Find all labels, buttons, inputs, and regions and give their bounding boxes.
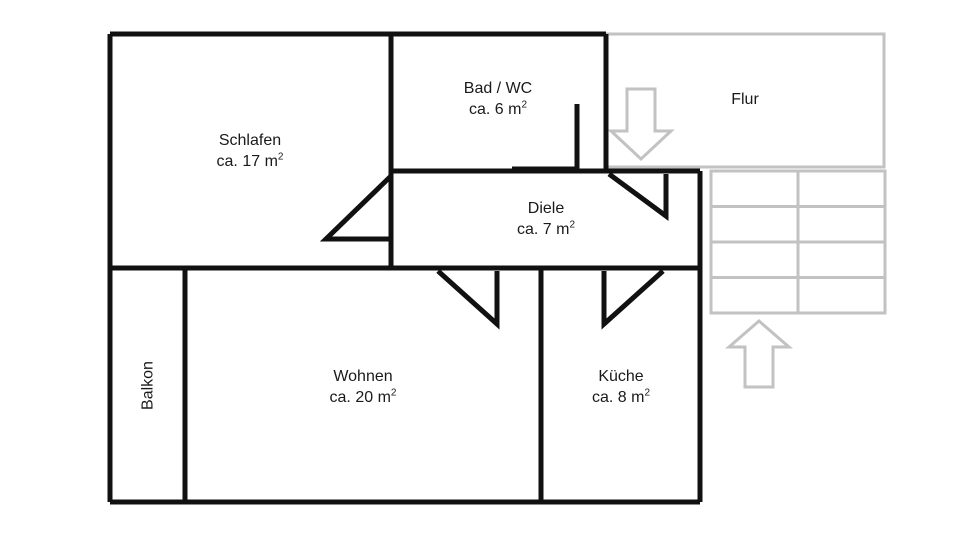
room-name-diele: Diele [527,200,565,217]
room-name-bad-wc: Bad / WC [463,80,533,97]
room-area-bad-wc: ca. 6 m2 [468,99,528,118]
door-wohnen [436,269,500,330]
room-label-kueche: Küche ca. 8 m2 [521,366,721,408]
room-label-balkon: Balkon [138,286,159,486]
door-bad-wc [512,104,580,172]
door-diele-flur [607,171,669,221]
room-label-flur: Flur [645,89,845,110]
room-label-diele: Diele ca. 7 m2 [446,198,646,240]
room-label-wohnen: Wohnen ca. 20 m2 [263,366,463,408]
door-schlafen [319,174,393,242]
room-name-wohnen: Wohnen [333,368,393,385]
room-area-wohnen: ca. 20 m2 [329,387,397,406]
door-swings [319,104,669,330]
room-area-kueche: ca. 8 m2 [591,387,651,406]
staircase [709,169,887,315]
room-name-flur: Flur [731,91,759,108]
room-label-bad-wc: Bad / WC ca. 6 m2 [398,78,598,120]
room-name-schlafen: Schlafen [218,132,282,149]
arrow-up-icon [724,319,794,389]
arrow-down-icon [607,87,675,162]
room-name-kueche: Küche [598,368,644,385]
room-area-schlafen: ca. 17 m2 [216,151,284,170]
door-kueche [601,269,665,330]
room-name-balkon: Balkon [139,361,157,410]
room-label-schlafen: Schlafen ca. 17 m2 [150,130,350,172]
room-area-diele: ca. 7 m2 [516,219,576,238]
